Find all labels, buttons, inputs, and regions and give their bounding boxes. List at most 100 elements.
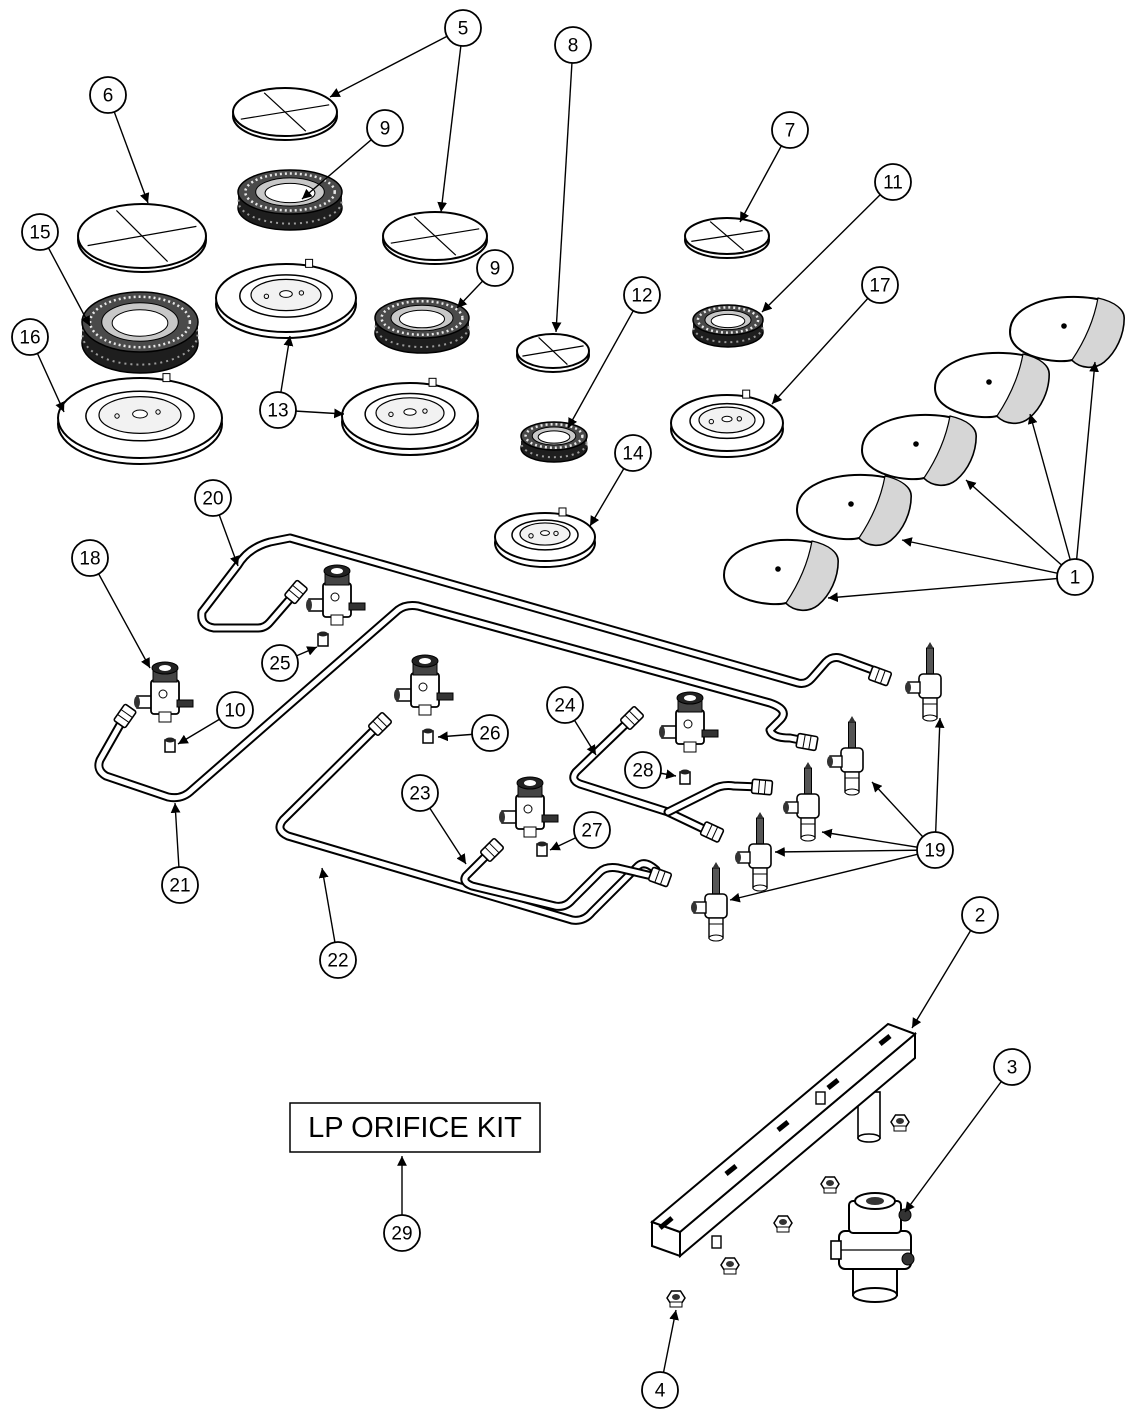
callout-1: 1 xyxy=(827,361,1099,603)
callout-label: 20 xyxy=(202,489,223,510)
callout-9-b: 9 xyxy=(456,249,514,309)
callout-circle xyxy=(546,686,584,724)
callout-8: 8 xyxy=(551,26,592,333)
tube-fitting xyxy=(699,821,725,843)
leader-line xyxy=(911,914,981,1029)
burner-base xyxy=(57,373,223,465)
callout-label: 21 xyxy=(169,876,190,897)
callout-circle xyxy=(401,774,439,812)
callout-26: 26 xyxy=(437,714,509,752)
callout-label: 23 xyxy=(409,784,430,805)
callout-17: 17 xyxy=(771,266,899,405)
callout-circle xyxy=(261,644,299,682)
manifold-port xyxy=(658,1216,674,1230)
callout-circle xyxy=(614,434,652,472)
callout-circle xyxy=(573,811,611,849)
tube-fitting xyxy=(480,838,504,862)
leader-line xyxy=(901,537,1076,578)
callout-5: 5 xyxy=(329,9,482,213)
burner-cap xyxy=(232,87,338,141)
callout-14: 14 xyxy=(589,434,652,527)
callout-19: 19 xyxy=(729,717,954,903)
gas-tube-21 xyxy=(94,601,810,803)
burner-base xyxy=(341,377,479,456)
burner-head xyxy=(237,169,343,231)
burner-base xyxy=(670,389,784,458)
gas-valve xyxy=(905,642,942,722)
callout-circle xyxy=(21,213,59,251)
callout-circle xyxy=(993,1048,1031,1086)
callout-label: 6 xyxy=(103,86,114,107)
hex-nut xyxy=(773,1215,793,1233)
tube-fitting xyxy=(795,732,819,752)
callout-label: 18 xyxy=(79,549,100,570)
gas-tube-20 xyxy=(197,533,883,688)
callout-label: 9 xyxy=(490,259,501,280)
burner-valve xyxy=(134,661,194,723)
tube-fitting xyxy=(647,866,673,888)
callout-label: 29 xyxy=(391,1224,412,1245)
callout-label: 26 xyxy=(479,724,500,745)
callout-circle xyxy=(1056,558,1094,596)
burner-base xyxy=(215,258,357,339)
callout-7: 7 xyxy=(739,111,809,223)
callout-label: 1 xyxy=(1070,568,1081,589)
callout-label: 11 xyxy=(883,173,903,194)
burner-head xyxy=(692,304,764,348)
burner-cap xyxy=(516,333,590,373)
callout-12: 12 xyxy=(567,276,661,429)
control-knob xyxy=(860,413,978,486)
callout-label: 13 xyxy=(267,401,288,422)
burner-head xyxy=(374,297,470,354)
leader-line xyxy=(1027,413,1076,578)
burner-cap xyxy=(684,217,770,259)
gas-tube-24 xyxy=(569,713,765,837)
burner-head xyxy=(81,291,199,374)
leader-line xyxy=(89,557,151,669)
callout-circle xyxy=(319,941,357,979)
callout-circle xyxy=(216,691,254,729)
callout-circle xyxy=(476,249,514,287)
callout-circle xyxy=(366,109,404,147)
callout-11: 11 xyxy=(761,163,912,313)
leader-line xyxy=(934,717,945,851)
manifold-port xyxy=(724,1164,738,1176)
burner-head xyxy=(520,421,588,463)
callout-label: 16 xyxy=(19,328,40,349)
tube-fitting xyxy=(750,778,774,796)
callout-circle xyxy=(471,714,509,752)
leader-line xyxy=(107,94,150,204)
gas-valve xyxy=(735,812,772,892)
callout-28: 28 xyxy=(624,751,677,789)
callout-4: 4 xyxy=(641,1309,679,1409)
callout-2: 2 xyxy=(911,896,999,1029)
callout-circle xyxy=(554,26,592,64)
control-knob xyxy=(933,351,1051,424)
lp-orifice-kit-box: LP ORIFICE KIT xyxy=(289,1102,541,1153)
callout-label: 2 xyxy=(975,906,986,927)
callout-29: 29 xyxy=(383,1156,421,1252)
manifold-port xyxy=(776,1120,790,1132)
callout-circle xyxy=(874,163,912,201)
leader-line xyxy=(567,294,643,429)
gas-valve xyxy=(827,716,864,796)
callout-label: 15 xyxy=(29,223,50,244)
callout-circle xyxy=(383,1214,421,1252)
manifold-port xyxy=(826,1078,840,1090)
gas-tubes-layer xyxy=(94,533,883,925)
callout-label: 5 xyxy=(458,19,469,40)
hex-nut xyxy=(890,1114,910,1132)
callout-label: 14 xyxy=(622,444,644,465)
callout-6: 6 xyxy=(89,76,150,204)
hex-nut xyxy=(820,1176,840,1194)
leader-line xyxy=(904,1066,1013,1213)
callout-23: 23 xyxy=(401,774,467,865)
burner-valve xyxy=(306,564,366,626)
callout-circle xyxy=(641,1371,679,1409)
callout-label: 19 xyxy=(924,841,945,862)
burner-valve xyxy=(659,691,719,753)
callout-13: 13 xyxy=(259,335,345,429)
callout-circle xyxy=(916,831,954,869)
leader-line xyxy=(827,576,1076,603)
callout-label: 9 xyxy=(380,119,391,140)
